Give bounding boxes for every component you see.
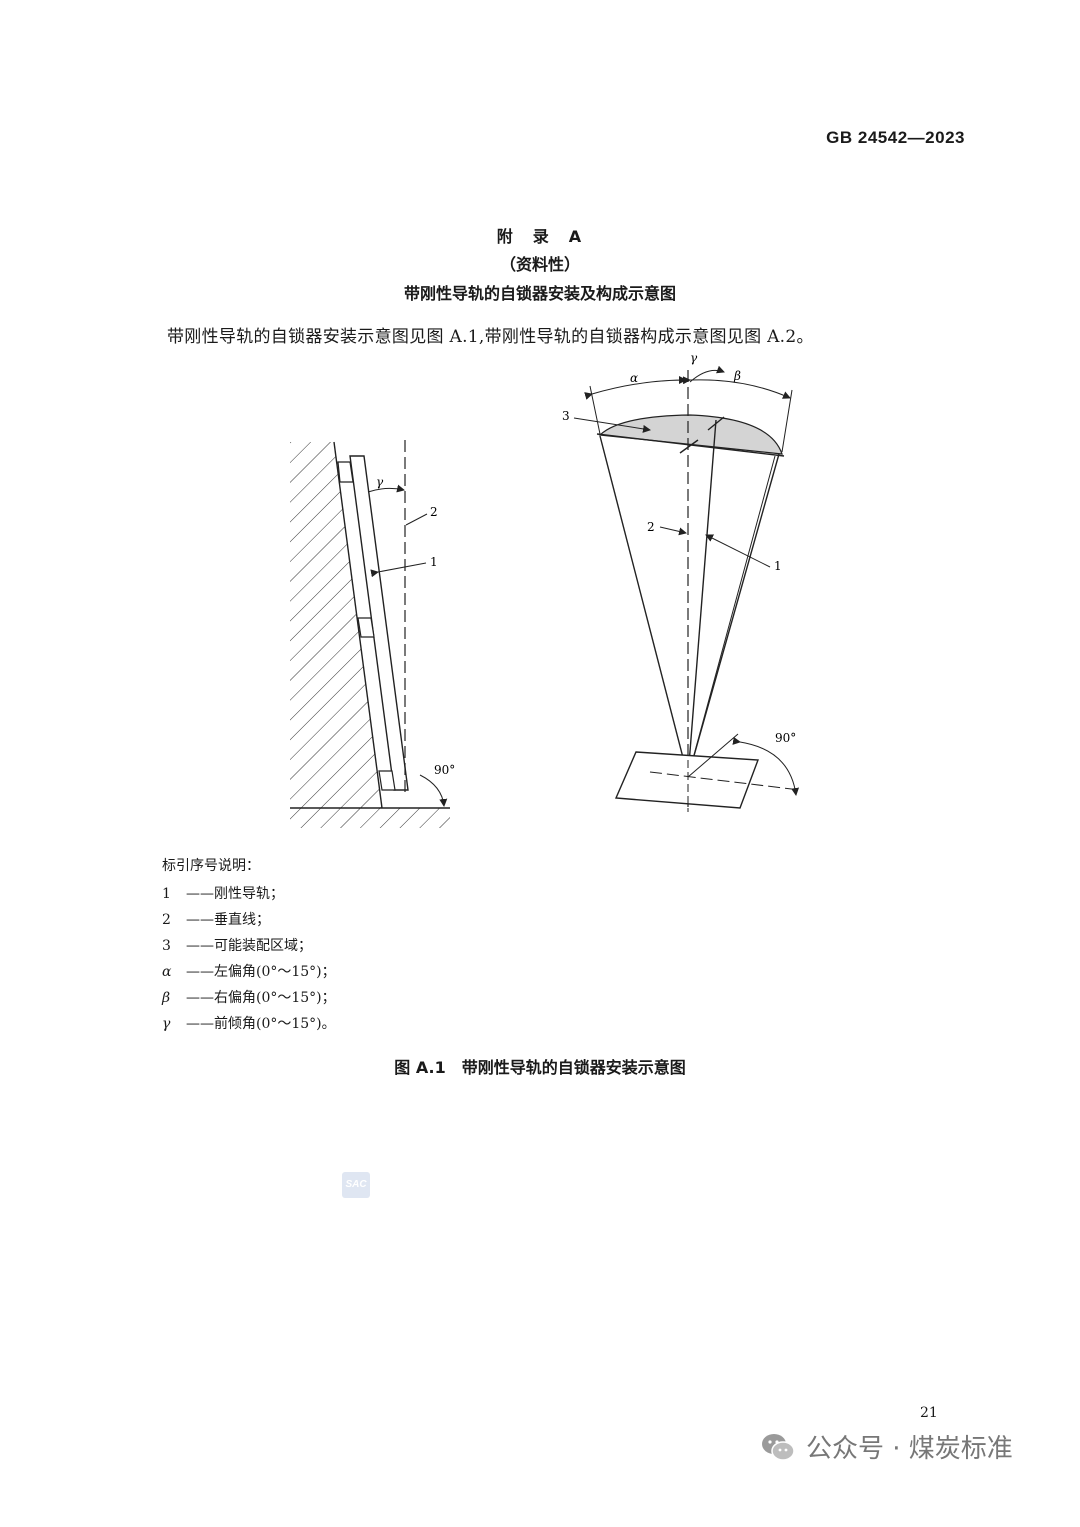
legend-item: α——左偏角(0°～15°)；	[162, 964, 336, 980]
appendix-title: 附 录 A	[496, 227, 584, 246]
wechat-icon	[762, 1433, 795, 1461]
footer-watermark: 公众号 · 煤炭标准	[760, 1428, 1013, 1465]
right-beta-label: β	[733, 369, 741, 383]
legend-item: 3——可能装配区域；	[162, 938, 312, 954]
appendix-name: 带刚性导轨的自锁器安装及构成示意图	[403, 284, 676, 303]
appendix-type: （资料性）	[499, 255, 580, 274]
right-composition-figure: α γ β 3 2 1 90°	[562, 351, 801, 812]
legend-item: 1——刚性导轨；	[162, 886, 284, 902]
right-label-1: 1	[774, 559, 782, 573]
intro-paragraph: 带刚性导轨的自锁器安装示意图见图 A.1,带刚性导轨的自锁器构成示意图见图 A.…	[167, 327, 814, 347]
legend-item: γ——前倾角(0°～15°)。	[162, 1016, 336, 1032]
standard-code: GB 24542—2023	[826, 128, 965, 147]
sac-watermark-logo: SAC	[342, 1172, 370, 1198]
legend-title: 标引序号说明：	[162, 858, 260, 874]
right-gamma-label: γ	[690, 351, 698, 365]
left-label-2: 2	[430, 505, 438, 519]
page-number: 21	[920, 1405, 938, 1421]
left-gamma-label: γ	[376, 475, 384, 489]
figure-caption: 图 A.1 带刚性导轨的自锁器安装示意图	[394, 1058, 686, 1077]
left-angle-label: 90°	[434, 763, 455, 777]
right-label-2: 2	[647, 520, 655, 534]
left-installation-figure: γ 2 1 90°	[290, 440, 455, 828]
right-alpha-label: α	[630, 371, 638, 385]
right-angle-label: 90°	[775, 731, 796, 745]
legend-item: 2——垂直线；	[162, 912, 270, 928]
left-label-1: 1	[430, 555, 438, 569]
right-label-3: 3	[562, 409, 570, 423]
footer-watermark-text: 公众号 · 煤炭标准	[806, 1434, 1013, 1464]
legend-item: β——右偏角(0°～15°)；	[162, 990, 336, 1006]
